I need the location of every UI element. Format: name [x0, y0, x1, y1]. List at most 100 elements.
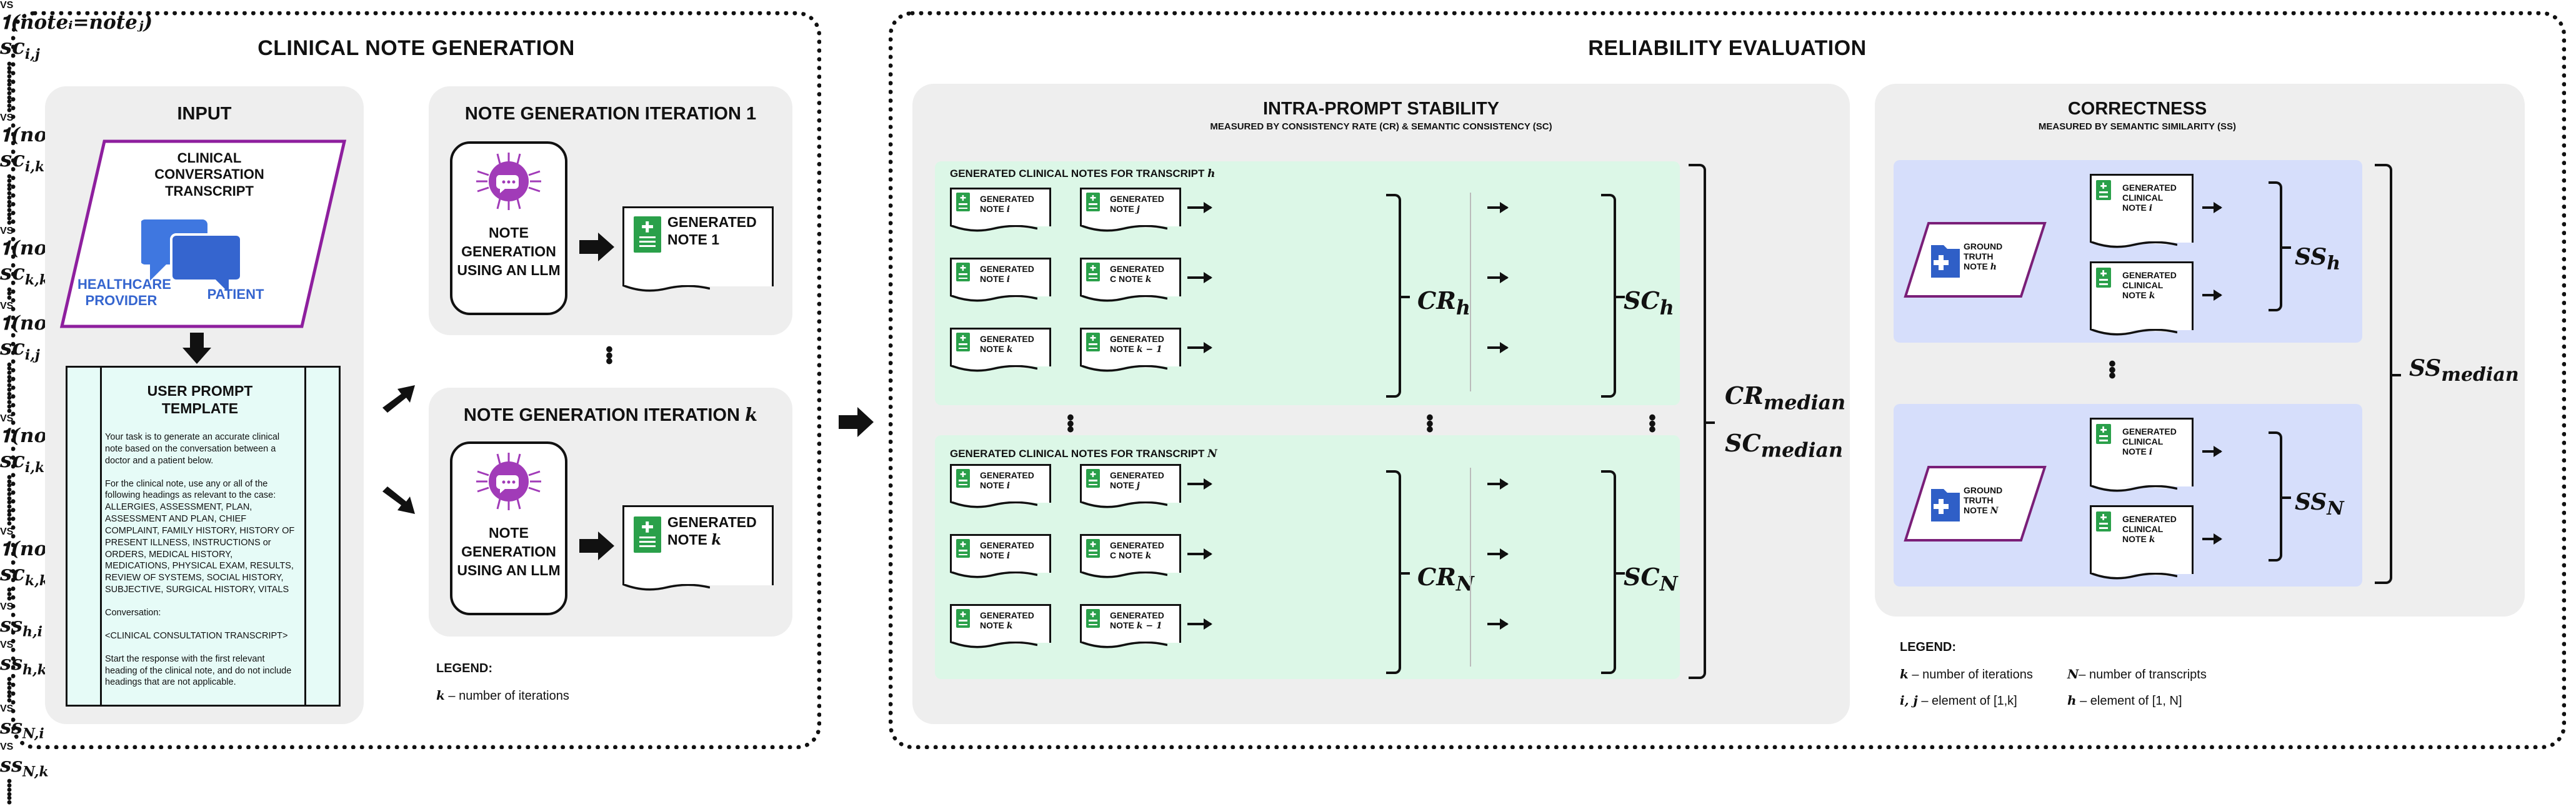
left-legend-title: LEGEND: — [436, 662, 492, 675]
note-icon — [1086, 193, 1100, 211]
median-brace — [1689, 164, 1715, 679]
row-ellipsis: ••• — [6, 381, 12, 407]
sc-median: SCmedian — [1725, 429, 1844, 462]
ground-truth-parallelogram — [1904, 222, 2047, 298]
row-ellipsis: ••• — [6, 356, 12, 382]
template-heading: USER PROMPT TEMPLATE — [147, 383, 253, 416]
arrow-to-iteration-k-icon — [382, 486, 415, 514]
note-generation-frame — [11, 11, 821, 749]
right-legend-title: LEGEND: — [1900, 640, 1956, 654]
arrow-icon — [1187, 342, 1212, 353]
arrow-icon — [1187, 272, 1212, 283]
correctness-heading: CORRECTNESS — [2067, 99, 2207, 119]
reliability-frame — [889, 11, 2566, 749]
vs-label: VS — [0, 526, 14, 537]
note-icon — [956, 609, 970, 628]
arrow-icon — [1187, 202, 1212, 213]
arrow-icon — [1187, 478, 1212, 490]
note-icon — [2096, 268, 2111, 288]
iteration-k-heading: NOTE GENERATION ITERATION k — [463, 404, 758, 425]
cr-median: CRmedian — [1725, 381, 1846, 415]
groups-ellipsis: ••• — [1649, 406, 1656, 442]
left-legend-k: k – number of iterations — [436, 688, 569, 703]
patient-label: PATIENT — [207, 286, 264, 302]
note-icon — [1086, 333, 1100, 351]
row-ellipsis: ••• — [6, 582, 12, 607]
arrow-icon — [1487, 478, 1509, 490]
cr-h: CRh — [1417, 286, 1470, 320]
arrow-icon — [2202, 533, 2222, 545]
note-icon — [1086, 539, 1100, 558]
arrow-icon — [1487, 618, 1509, 630]
sc-n-brace — [1601, 470, 1625, 674]
row-ellipsis: ••• — [6, 193, 12, 219]
vs-label: VS — [0, 300, 14, 311]
transcript-label: CLINICAL CONVERSATION TRANSCRIPT — [154, 150, 264, 199]
row-ellipsis: ••• — [6, 506, 12, 532]
sc-n: SCN — [1624, 563, 1678, 596]
vs-label: VS — [0, 639, 14, 650]
right-legend-h: h – element of [1, N] — [2067, 693, 2182, 708]
correctness-ellipsis: ••• — [2109, 352, 2116, 388]
template-paragraph-1: Your task is to generate an accurate cli… — [105, 432, 280, 466]
generated-note-1-label: GENERATED NOTE 1 — [667, 214, 757, 248]
row-ellipsis: ••• — [6, 206, 12, 232]
ss-median: SSmedian — [2409, 355, 2519, 386]
down-arrow-icon — [182, 333, 211, 364]
right-legend-n: N– number of transcripts — [2067, 667, 2207, 682]
template-paragraph-5: Start the response with the first releva… — [105, 653, 292, 688]
note-icon — [2096, 180, 2111, 200]
arrow-icon — [1487, 202, 1509, 213]
template-paragraph-2: For the clinical note, use any or all of… — [105, 478, 295, 595]
llm-label-1: NOTE GENERATION USING AN LLM — [457, 224, 561, 278]
note-icon — [1086, 263, 1100, 281]
prompt-template-box — [66, 366, 341, 707]
cr-n-brace — [1386, 470, 1410, 674]
note-icon — [956, 539, 970, 558]
row-ellipsis: ••• — [6, 168, 12, 194]
correctness-subheading: MEASURED BY SEMANTIC SIMILARITY (SS) — [2038, 121, 2237, 132]
vs-label: VS — [0, 413, 14, 425]
arrow-icon — [1487, 548, 1509, 560]
transcript-h-group — [935, 161, 1680, 405]
note-icon — [956, 469, 970, 488]
note-icon — [634, 216, 661, 253]
row-ellipsis: ••• — [6, 469, 12, 495]
vs-label: VS — [0, 601, 14, 612]
row-ellipsis: ••• — [6, 55, 12, 81]
note-icon — [1086, 609, 1100, 628]
note-generation-title: CLINICAL NOTE GENERATION — [257, 36, 575, 60]
arrow-icon — [1187, 618, 1212, 630]
row-ellipsis: ••• — [6, 494, 12, 520]
transcript-n-group — [935, 435, 1680, 679]
template-paragraph-4: <CLINICAL CONSULTATION TRANSCRIPT> — [105, 630, 288, 641]
template-body: Your task is to generate an accurate cli… — [105, 431, 299, 688]
cr-n: CRN — [1417, 563, 1474, 596]
row-ellipsis: ••• — [6, 481, 12, 507]
vs-label: VS — [0, 703, 14, 714]
template-paragraph-3: Conversation: — [105, 607, 161, 618]
vs-label: VS — [0, 113, 14, 124]
iteration-1-heading: NOTE GENERATION ITERATION 1 — [464, 104, 757, 124]
row-ellipsis: ••• — [6, 773, 12, 798]
row-ellipsis: ••• — [6, 785, 12, 811]
row-ellipsis: ••• — [6, 81, 12, 106]
ss-h: SSh — [2295, 244, 2341, 275]
arrow-right-icon — [579, 531, 614, 560]
note-icon — [956, 193, 970, 211]
ss-n-brace — [2269, 431, 2291, 562]
